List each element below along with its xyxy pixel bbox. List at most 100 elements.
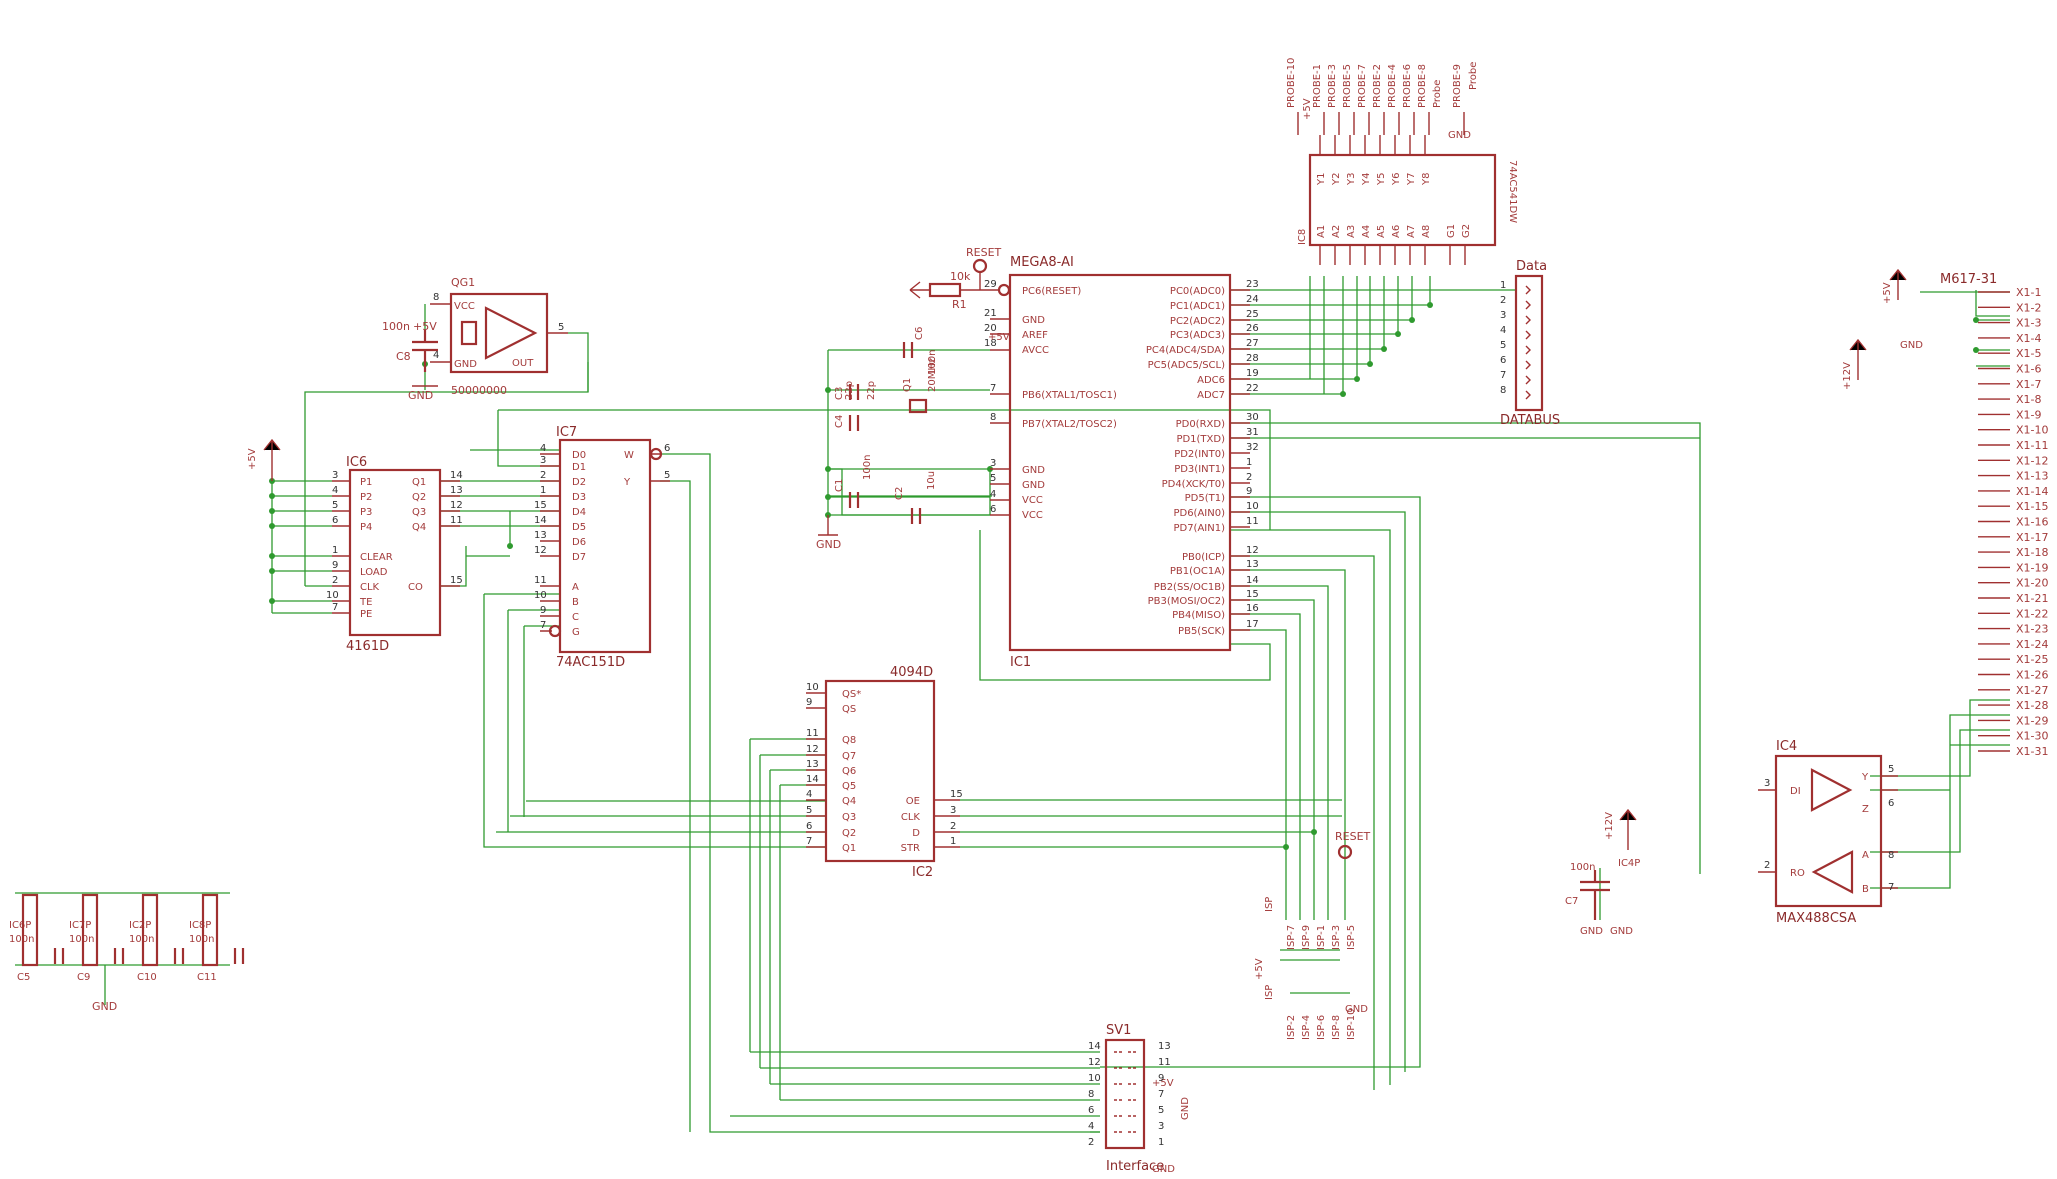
x1-pin-22: X1-22 bbox=[2016, 607, 2049, 620]
ic1-pinnum-18: 14 bbox=[1246, 575, 1259, 586]
ic2-right-num-3: 1 bbox=[950, 836, 956, 847]
svg-text:7: 7 bbox=[1888, 882, 1894, 893]
sv1-pin-4: 4 bbox=[1088, 1121, 1094, 1132]
ic1-pinnum-16: 12 bbox=[1246, 545, 1259, 556]
ic1-pinnum-12: 2 bbox=[1246, 472, 1252, 483]
svg-text:100n: 100n bbox=[927, 350, 938, 375]
x1-pin-19: X1-19 bbox=[2016, 561, 2049, 574]
x1-pin-30: X1-30 bbox=[2016, 730, 2049, 743]
svg-text:10: 10 bbox=[534, 590, 547, 601]
sv1-pin-7: 7 bbox=[1158, 1089, 1164, 1100]
svg-text:2: 2 bbox=[540, 470, 546, 481]
sv1-pin-12: 12 bbox=[1088, 1057, 1101, 1068]
ic1-pin-19: PB3(MOSI/OC2) bbox=[1148, 596, 1226, 607]
c8-value: 100n bbox=[382, 320, 410, 333]
ic1-pin-3: PC3(ADC3) bbox=[1170, 330, 1225, 341]
svg-text:29: 29 bbox=[984, 279, 997, 290]
r1-resistor: 10k R1 RESET bbox=[909, 246, 1002, 311]
svg-text:3: 3 bbox=[990, 458, 996, 469]
ic2-left-9: Q1 bbox=[842, 843, 856, 854]
svg-text:13: 13 bbox=[534, 530, 547, 541]
svg-text:11: 11 bbox=[450, 515, 463, 526]
probe-p5v: +5V bbox=[1302, 98, 1313, 120]
svg-text:C2: C2 bbox=[894, 487, 905, 500]
data-pin-3: 3 bbox=[1500, 310, 1506, 321]
x1-pin-4: X1-4 bbox=[2016, 332, 2042, 345]
ic1-pin-2: PC2(ADC2) bbox=[1170, 316, 1225, 327]
ic1-pinnum-2: 25 bbox=[1246, 309, 1259, 320]
svg-text:9: 9 bbox=[332, 560, 338, 571]
svg-text:CLEAR: CLEAR bbox=[360, 552, 393, 563]
x1-pin-28: X1-28 bbox=[2016, 699, 2049, 712]
ic2-left-3: Q7 bbox=[842, 751, 856, 762]
ic2-left-7: Q3 bbox=[842, 812, 856, 823]
ic1-pinnum-7: 22 bbox=[1246, 383, 1259, 394]
ic7-multiplexer: IC7 74AC151D D0 D1 D2 D3 D4 D5 D6 D7 A B… bbox=[534, 425, 670, 670]
svg-text:11: 11 bbox=[534, 575, 547, 586]
x1-pin-3: X1-3 bbox=[2016, 317, 2042, 330]
ic4-value: MAX488CSA bbox=[1776, 911, 1856, 926]
ic2-left-num-6: 4 bbox=[806, 789, 812, 800]
svg-text:GND: GND bbox=[1022, 480, 1045, 491]
ic6-left-pins: P1 P2 P3 P4 CLEAR LOAD CLK TE PE bbox=[359, 477, 393, 620]
svg-text:15: 15 bbox=[534, 500, 547, 511]
ic1-pinnum-6: 19 bbox=[1246, 368, 1259, 379]
svg-text:Q1: Q1 bbox=[412, 477, 426, 488]
ic2-right-0: OE bbox=[906, 796, 920, 807]
x1-pin-21: X1-21 bbox=[2016, 592, 2049, 605]
svg-text:PC6(RESET): PC6(RESET) bbox=[1022, 286, 1081, 297]
svg-text:VCC: VCC bbox=[1022, 495, 1043, 506]
ic1-pin-11: PD3(INT1) bbox=[1174, 464, 1225, 475]
svg-text:P1: P1 bbox=[360, 477, 372, 488]
svg-text:Y: Y bbox=[1861, 772, 1869, 783]
svg-text:14: 14 bbox=[534, 515, 547, 526]
svg-text:GND: GND bbox=[1610, 926, 1633, 937]
crystal-caps: C6 100n +5V C3 22p C4 22p Q1 20MHz C1 10… bbox=[816, 327, 1010, 551]
svg-text:LOAD: LOAD bbox=[360, 567, 388, 578]
ic7-left-pins: D0 D1 D2 D3 D4 D5 D6 D7 A B C G bbox=[572, 450, 586, 638]
svg-text:4: 4 bbox=[540, 443, 546, 454]
ic1-pinnum-9: 31 bbox=[1246, 427, 1259, 438]
svg-text:14: 14 bbox=[450, 470, 463, 481]
ic8-value: 74AC541DW bbox=[1507, 160, 1518, 223]
svg-text:C4: C4 bbox=[834, 415, 845, 428]
decap-ref-0: IC6P bbox=[9, 920, 31, 931]
ic2-left-2: Q8 bbox=[842, 735, 856, 746]
data-pin-mark-8 bbox=[1525, 390, 1531, 400]
probe-label-3: PROBE-5 bbox=[1342, 64, 1353, 108]
data-ref: Data bbox=[1516, 259, 1547, 274]
ic2-left-5: Q5 bbox=[842, 781, 856, 792]
decap-gnd: GND bbox=[92, 1000, 117, 1013]
ic8-top-1: Y2 bbox=[1331, 173, 1342, 186]
svg-text:4: 4 bbox=[990, 489, 996, 500]
ic2-left-num-8: 6 bbox=[806, 821, 812, 832]
ic2-left-4: Q6 bbox=[842, 766, 856, 777]
data-pin-mark-1 bbox=[1525, 285, 1531, 295]
ic1-pinnum-4: 27 bbox=[1246, 338, 1259, 349]
svg-text:8: 8 bbox=[1888, 850, 1894, 861]
sv1-pin-11: 11 bbox=[1158, 1057, 1171, 1068]
probe-text-b: Probe bbox=[1468, 62, 1479, 90]
decap-body-2 bbox=[141, 893, 159, 967]
ic1-pinnum-15: 11 bbox=[1246, 516, 1259, 527]
ic1-pinnum-1: 24 bbox=[1246, 294, 1259, 305]
decap-cap-1: C9 bbox=[77, 972, 90, 983]
isp-bot-2: ISP-6 bbox=[1316, 1015, 1327, 1040]
sv1-pin-10: 10 bbox=[1088, 1073, 1101, 1084]
ic6-supply: +5V bbox=[247, 438, 281, 481]
svg-text:G: G bbox=[572, 627, 580, 638]
ic1-ref: IC1 bbox=[1010, 655, 1031, 670]
svg-text:+5V: +5V bbox=[247, 448, 258, 470]
svg-text:D0: D0 bbox=[572, 450, 586, 461]
decap-body-3 bbox=[201, 893, 219, 967]
isp-reset-pad bbox=[1337, 844, 1353, 860]
decap-cap-shape-3 bbox=[233, 948, 245, 964]
svg-text:+12V: +12V bbox=[1604, 812, 1615, 840]
r1-value: 10k bbox=[950, 270, 971, 283]
svg-text:2: 2 bbox=[332, 575, 338, 586]
svg-text:CLK: CLK bbox=[360, 582, 380, 593]
c8-ref: C8 bbox=[396, 350, 411, 363]
ic2-left-6: Q4 bbox=[842, 796, 856, 807]
svg-text:GND: GND bbox=[1580, 926, 1603, 937]
